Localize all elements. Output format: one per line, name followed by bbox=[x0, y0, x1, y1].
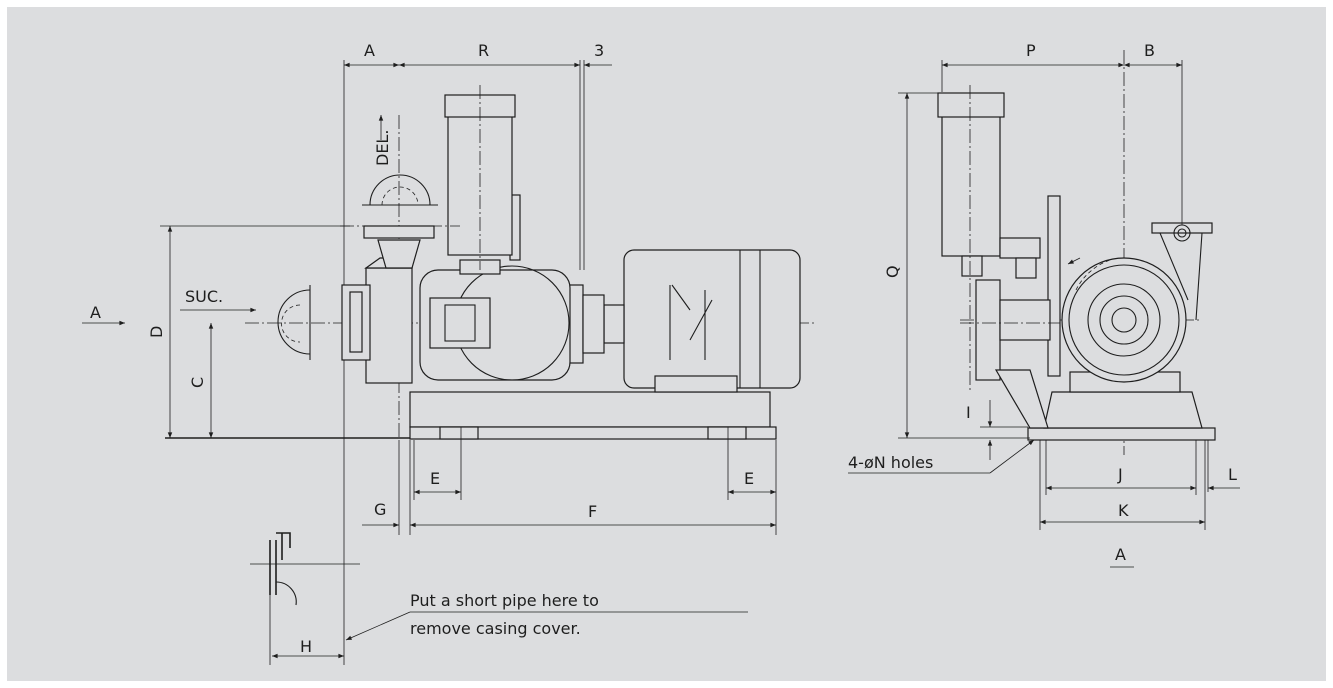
dim-d-label: D bbox=[147, 326, 166, 338]
dim-c-label: C bbox=[188, 377, 207, 388]
gear-housing bbox=[429, 297, 491, 349]
short-pipe-detail: H bbox=[250, 532, 360, 665]
delivery-elbow bbox=[369, 174, 431, 206]
view-a-label: A bbox=[1115, 545, 1126, 564]
motor-coupling-mark bbox=[669, 284, 713, 360]
dim-e-left-label: E bbox=[430, 469, 440, 488]
end-dimensions: P B Q I 4-øN holes J L K A bbox=[848, 41, 1240, 568]
dim-a-label: A bbox=[364, 41, 375, 60]
end-gear-motor-cap bbox=[937, 92, 1005, 118]
dim-p-label: P bbox=[1026, 41, 1036, 60]
dim-j-label: J bbox=[1117, 465, 1123, 484]
holes-label: 4-øN holes bbox=[848, 453, 933, 472]
end-pump-casing bbox=[1061, 257, 1187, 383]
end-gear-motor-body bbox=[941, 115, 1001, 257]
side-dimensions: A R 3 D C SUC. A DEL. E E bbox=[82, 41, 777, 665]
end-base-frame bbox=[1043, 391, 1203, 429]
dim-3-label: 3 bbox=[594, 41, 604, 60]
base-foot-right bbox=[707, 426, 747, 440]
view-arrow-label: A bbox=[90, 303, 101, 322]
base-foot-left bbox=[439, 426, 479, 440]
motor-shaft-flange bbox=[603, 304, 625, 344]
dim-h-label: H bbox=[300, 637, 312, 656]
dim-r-label: R bbox=[478, 41, 489, 60]
motor-body bbox=[623, 249, 801, 389]
dim-l-label: L bbox=[1228, 465, 1237, 484]
dim-i-label: I bbox=[966, 403, 971, 422]
rotation-arrow bbox=[1075, 259, 1111, 291]
suction-elbow bbox=[277, 289, 311, 355]
dim-b-label: B bbox=[1144, 41, 1155, 60]
pump-casing bbox=[365, 267, 413, 384]
dim-g-label: G bbox=[374, 500, 386, 519]
end-reducer-shaft bbox=[1047, 195, 1061, 377]
dim-f-label: F bbox=[588, 502, 597, 521]
delivery-nozzle bbox=[377, 239, 421, 269]
dim-q-label: Q bbox=[883, 265, 902, 278]
suction-label: SUC. bbox=[185, 287, 223, 306]
base-frame bbox=[409, 391, 771, 428]
end-view bbox=[937, 50, 1216, 455]
note-line-2: remove casing cover. bbox=[410, 619, 581, 638]
delivery-flange bbox=[363, 225, 435, 239]
coupling-right bbox=[582, 294, 605, 354]
side-view bbox=[165, 60, 815, 665]
base-plate bbox=[409, 426, 777, 440]
note-line-1: Put a short pipe here to bbox=[410, 591, 599, 610]
motor-foot bbox=[654, 375, 738, 393]
end-reducer bbox=[999, 237, 1041, 259]
dim-k-label: K bbox=[1118, 501, 1129, 520]
delivery-label: DEL. bbox=[373, 130, 392, 166]
dim-e-right-label: E bbox=[744, 469, 754, 488]
end-base-plate bbox=[1027, 427, 1216, 441]
